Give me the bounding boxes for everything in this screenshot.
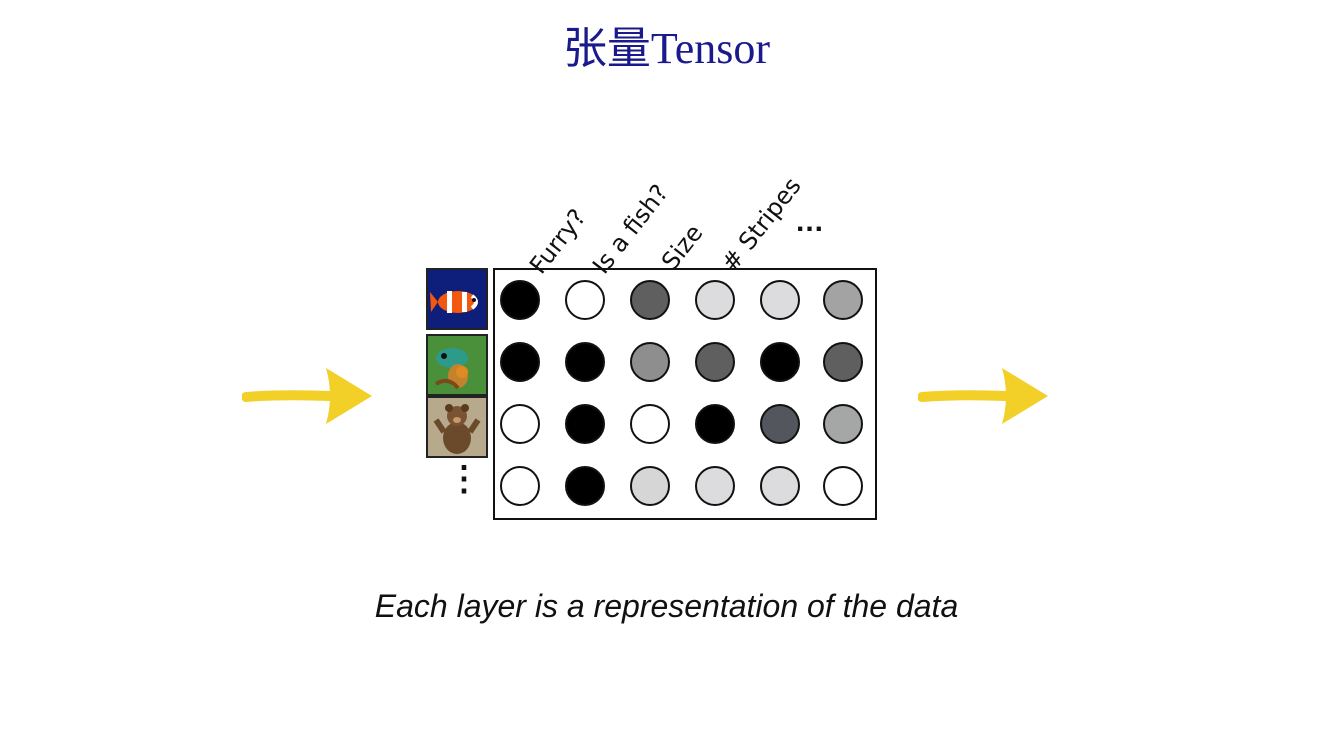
matrix-cells — [500, 280, 863, 506]
matrix-cell-r2-c4 — [695, 342, 735, 382]
column-label-size: Size — [656, 219, 709, 276]
matrix-cell-r4-c4 — [695, 466, 735, 506]
matrix-cell-r2-c6 — [823, 342, 863, 382]
column-label-stripes: # Stripes — [716, 172, 807, 278]
matrix-cell-r4-c2 — [565, 466, 605, 506]
matrix-cell-r2-c3 — [630, 342, 670, 382]
matrix-cell-r3-c2 — [565, 404, 605, 444]
matrix-cell-r1-c2 — [565, 280, 605, 320]
matrix-cell-r3-c3 — [630, 404, 670, 444]
matrix-cell-r4-c5 — [760, 466, 800, 506]
matrix-cell-r2-c2 — [565, 342, 605, 382]
matrix-cell-r1-c1 — [500, 280, 540, 320]
input-arrow-icon — [242, 368, 372, 424]
matrix-cell-r3-c1 — [500, 404, 540, 444]
slide-caption: Each layer is a representation of the da… — [374, 588, 959, 624]
matrix-cell-r2-c1 — [500, 342, 540, 382]
matrix-cell-r4-c3 — [630, 466, 670, 506]
column-label-is-a-fish: Is a fish? — [587, 179, 674, 280]
clownfish-image — [426, 268, 488, 330]
matrix-cell-r2-c5 — [760, 342, 800, 382]
matrix-cell-r1-c5 — [760, 280, 800, 320]
feature-matrix — [493, 268, 877, 520]
column-ellipsis: ... — [796, 205, 825, 238]
matrix-cell-r3-c5 — [760, 404, 800, 444]
chameleon-image — [426, 334, 488, 396]
matrix-cell-r3-c6 — [823, 404, 863, 444]
matrix-cell-r3-c4 — [695, 404, 735, 444]
matrix-cell-r4-c6 — [823, 466, 863, 506]
matrix-cell-r4-c1 — [500, 466, 540, 506]
matrix-cell-r1-c4 — [695, 280, 735, 320]
matrix-cell-r1-c3 — [630, 280, 670, 320]
matrix-cell-r1-c6 — [823, 280, 863, 320]
bear-image — [426, 396, 488, 458]
row-ellipsis: ⋮ — [447, 460, 481, 498]
slide-title: 张量Tensor — [562, 24, 771, 73]
output-arrow-icon — [918, 368, 1048, 424]
